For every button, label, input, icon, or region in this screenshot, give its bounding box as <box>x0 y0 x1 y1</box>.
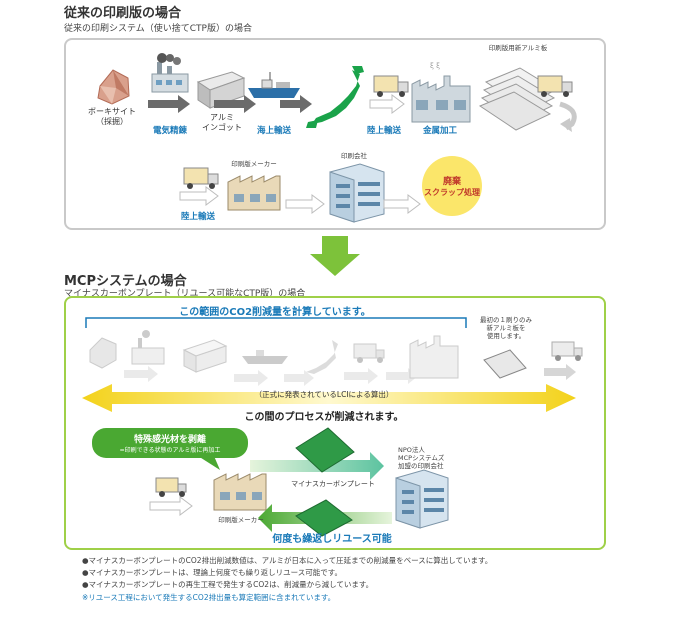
bauxite-label: ボーキサイト <box>88 107 136 116</box>
outline-arrow-icon <box>149 496 193 516</box>
metal-processing-label: 金属加工 <box>422 126 457 136</box>
arrow-icon <box>214 95 256 113</box>
arrow-icon <box>124 366 158 382</box>
section2-title: MCPシステムの場合 <box>64 274 187 289</box>
special-label-2: =印刷できる状態のアルミ版に再加工 <box>119 447 221 454</box>
outline-arrow-icon <box>285 194 325 214</box>
note-line: ●マイナスカーボンプレートの再生工程で発生するCO2は、削減量から減しています。 <box>82 580 374 589</box>
arrow-icon <box>544 364 576 380</box>
arrow-icon <box>148 95 190 113</box>
printer-building-icon <box>329 163 385 223</box>
bauxite-icon <box>89 337 117 369</box>
special-label-1: 特殊感光材を剥離 <box>133 435 206 445</box>
land-transport-label-2: 陸上輸送 <box>180 212 215 222</box>
plate-maker-label: 印刷版メーカー <box>231 160 277 168</box>
mcp-plate-label: マイナスカーボンプレート <box>291 480 375 488</box>
mcp-plate-icon <box>295 427 355 473</box>
ingot-icon <box>182 339 228 373</box>
sea-transport-label: 海上輸送 <box>256 126 291 136</box>
note-blue: ※リユース工程において発生するCO2排出量も算定範囲に含まれています。 <box>82 593 336 602</box>
first-use-label-2: 新アルミ板を <box>486 324 526 332</box>
calc-range-label: この範囲のCO2削減量を計算しています。 <box>179 307 371 318</box>
truck-icon <box>155 477 187 497</box>
ship-icon <box>248 72 300 98</box>
truck-icon <box>551 341 583 361</box>
reduced-label: この間のプロセスが削減されます。 <box>244 412 404 423</box>
first-use-label-3: 使用します。 <box>486 332 526 340</box>
down-arrow-icon <box>310 236 360 276</box>
truck-icon <box>537 75 573 97</box>
scrap-label-1: 廃棄 <box>442 177 461 187</box>
return-arrow-icon <box>559 101 577 131</box>
factory-icon <box>151 53 189 93</box>
speech-bubble-icon <box>92 428 248 470</box>
outline-arrow-icon <box>179 186 219 206</box>
japan-map-icon <box>306 340 338 374</box>
ingot-label-1: アルミ <box>210 113 234 122</box>
land-transport-label: 陸上輸送 <box>366 126 401 136</box>
new-plate-label: 印刷版用新アルミ板 <box>488 44 548 52</box>
double-arrow-icon <box>82 384 576 412</box>
arrow-icon <box>284 370 314 386</box>
npo-label-2: MCPシステムズ <box>398 454 445 462</box>
mcp-plate-icon <box>295 499 353 537</box>
arrow-icon <box>280 95 312 113</box>
mining-label: （採掘） <box>96 117 128 126</box>
lci-label: （正式に発表されているLCIによる算出） <box>254 390 394 399</box>
ship-icon <box>242 350 288 364</box>
truck-icon <box>353 343 385 363</box>
note-line: ●マイナスカーボンプレートのCO2排出削減数値は、アルミが日本に入って圧延までの… <box>82 556 493 565</box>
plate-maker-factory-icon <box>227 175 281 211</box>
truck-icon <box>373 75 409 97</box>
note-line: ●マイナスカーボンプレートは、理論上何度でも繰り返しリユース可能です。 <box>82 568 343 577</box>
section1-subtitle: 従来の印刷システム（使い捨てCTP版）の場合 <box>64 24 252 34</box>
calc-range-bracket <box>85 317 467 328</box>
ingot-label-2: インゴット <box>202 123 242 132</box>
svg-text:ξ ξ: ξ ξ <box>430 62 440 70</box>
npo-label-1: NPO法人 <box>398 446 425 454</box>
npo-label-3: 加盟の印刷会社 <box>398 462 444 470</box>
section2-subtitle: マイナスカーボンプレート（リユース可能なCTP版）の場合 <box>64 289 306 299</box>
reuse-label: 何度も繰返しリユース可能 <box>272 534 392 545</box>
electro-label: 電気精錬 <box>152 126 187 136</box>
bauxite-icon <box>97 69 130 105</box>
metal-factory-icon: ξ ξ <box>411 62 471 123</box>
arrow-icon <box>234 370 268 386</box>
scrap-circle-icon <box>422 156 482 216</box>
first-use-label-1: 最初の１刷りのみ <box>480 316 532 324</box>
printer-label: 印刷会社 <box>341 152 367 160</box>
plate-stack-icon <box>478 67 558 131</box>
japan-map-icon <box>306 66 364 128</box>
truck-icon <box>183 167 219 189</box>
outline-arrow-icon <box>369 94 405 114</box>
plate-maker-label-2: 印刷版メーカー <box>218 516 264 524</box>
new-plate-icon <box>483 349 527 379</box>
arrow-icon <box>344 368 378 384</box>
plate-maker-factory-icon <box>213 473 267 511</box>
metal-factory-icon <box>409 335 459 379</box>
scrap-label-2: スクラップ処理 <box>424 188 480 197</box>
section1-title: 従来の印刷版の場合 <box>64 6 182 21</box>
factory-icon <box>131 330 165 365</box>
npo-building-icon <box>395 469 449 529</box>
outline-arrow-icon <box>383 194 421 214</box>
